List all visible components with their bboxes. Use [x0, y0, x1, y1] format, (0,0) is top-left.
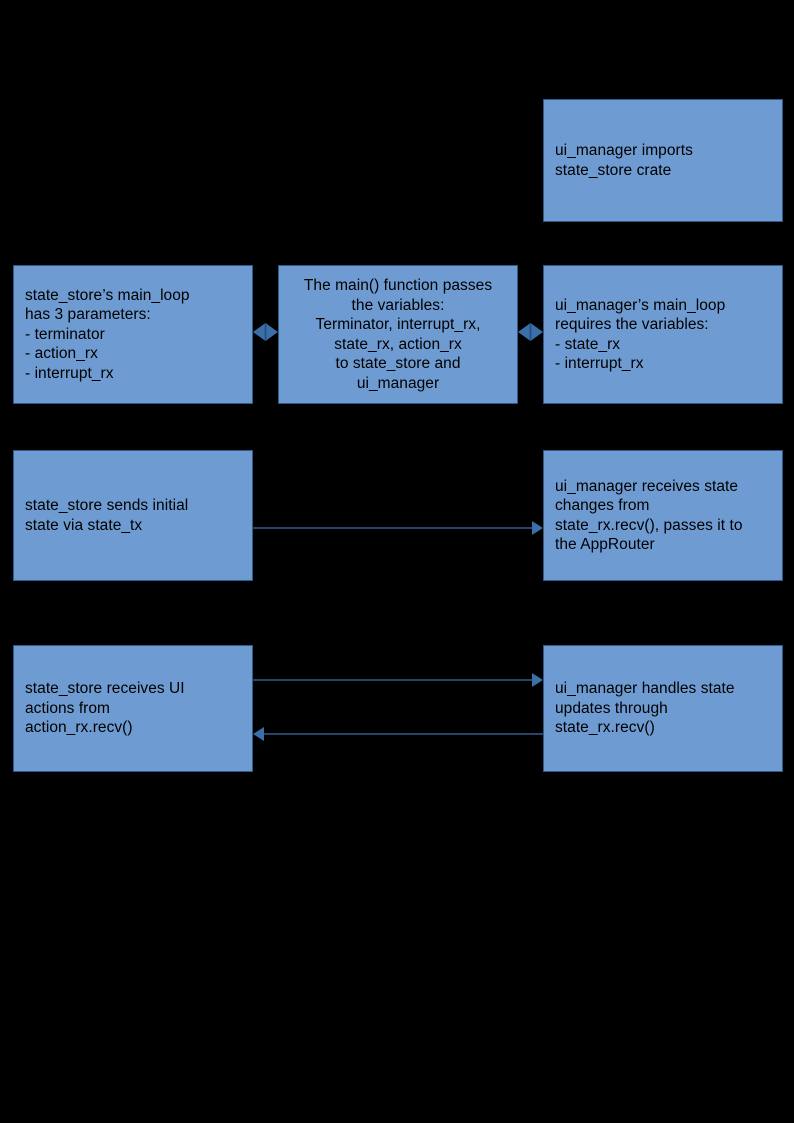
node-state-store-sends-initial[interactable]: state_store sends initial state via stat…	[13, 450, 253, 581]
double-arrow-head-conn-main-to-ui-manager	[518, 323, 543, 341]
double-arrow-head-conn-state-store-to-main	[253, 323, 278, 341]
arrow-head-conn-ui-manager-to-state-store	[253, 727, 264, 741]
connector-conn-ui-manager-to-state-store[interactable]	[253, 727, 543, 741]
connector-conn-main-to-ui-manager[interactable]	[518, 323, 543, 341]
arrow-head-conn-actions-to-ui-manager	[532, 673, 543, 687]
arrow-head-conn-initial-state-to-ui-manager	[532, 521, 543, 535]
node-ui-manager-handles-state[interactable]: ui_manager handles state updates through…	[543, 645, 783, 772]
node-ui-manager-main-loop[interactable]: ui_manager’s main_loop requires the vari…	[543, 265, 783, 404]
node-state-store-main-loop[interactable]: state_store’s main_loop has 3 parameters…	[13, 265, 253, 404]
node-main-function-passes[interactable]: The main() function passes the variables…	[278, 265, 518, 404]
node-ui-manager-receives-state[interactable]: ui_manager receives state changes from s…	[543, 450, 783, 581]
connector-conn-actions-to-ui-manager[interactable]	[253, 673, 543, 687]
connector-conn-initial-state-to-ui-manager[interactable]	[253, 521, 543, 535]
connector-conn-state-store-to-main[interactable]	[253, 323, 278, 341]
node-ui-manager-imports[interactable]: ui_manager imports state_store crate	[543, 99, 783, 222]
node-state-store-receives-ui[interactable]: state_store receives UI actions from act…	[13, 645, 253, 772]
